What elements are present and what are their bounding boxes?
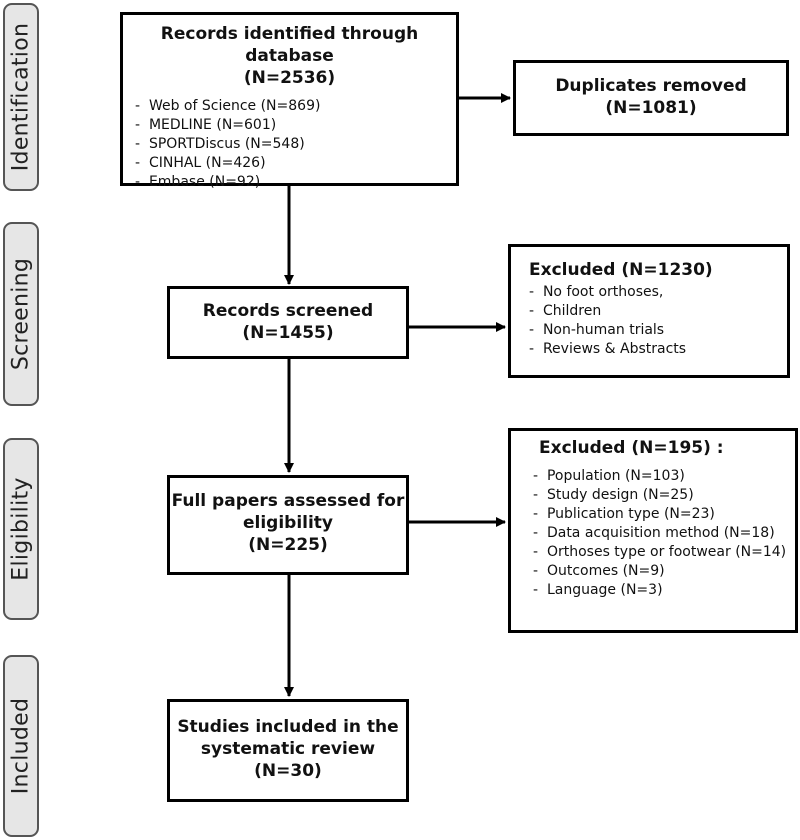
screened-box: Records screened (N=1455) <box>167 286 409 359</box>
list-item: CINHAL (N=426) <box>135 154 456 173</box>
list-item: No foot orthoses, <box>529 283 787 302</box>
stage-label-identification: Identification <box>3 3 39 191</box>
excluded-screening-reasons: No foot orthoses, Children Non-human tri… <box>529 283 787 359</box>
list-item: Study design (N=25) <box>533 486 795 505</box>
excluded-eligibility-title: Excluded (N=195) : <box>539 438 724 458</box>
duplicates-count: (N=1081) <box>605 98 697 118</box>
included-title-line1: Studies included in the <box>177 717 399 737</box>
identification-count: (N=2536) <box>243 68 336 88</box>
eligibility-box: Full papers assessed for eligibility (N=… <box>167 475 409 575</box>
excluded-eligibility-reasons: Population (N=103) Study design (N=25) P… <box>533 467 795 600</box>
stage-label-screening: Screening <box>3 222 39 406</box>
list-item: Orthoses type or footwear (N=14) <box>533 543 795 562</box>
list-item: MEDLINE (N=601) <box>135 116 456 135</box>
list-item: Outcomes (N=9) <box>533 562 795 581</box>
list-item: Non-human trials <box>529 321 787 340</box>
excluded-eligibility-box: Excluded (N=195) : Population (N=103) St… <box>508 428 798 633</box>
list-item: Data acquisition method (N=18) <box>533 524 795 543</box>
duplicates-box: Duplicates removed (N=1081) <box>513 60 789 136</box>
identification-box: Records identified through database (N=2… <box>120 12 459 190</box>
list-item: Web of Science (N=869) <box>135 97 456 116</box>
list-item: Reviews & Abstracts <box>529 340 787 359</box>
eligibility-title-line1: Full papers assessed for <box>171 491 405 511</box>
stage-label-eligibility: Eligibility <box>3 438 39 620</box>
list-item: Embase (N=92) <box>135 173 456 192</box>
excluded-screening-box: Excluded (N=1230) No foot orthoses, Chil… <box>508 244 790 378</box>
identification-title-line1: Records identified through database <box>160 24 419 66</box>
list-item: Language (N=3) <box>533 581 795 600</box>
list-item: Publication type (N=23) <box>533 505 795 524</box>
included-box: Studies included in the systematic revie… <box>167 699 409 802</box>
included-title-line2: systematic review <box>200 739 376 759</box>
excluded-screening-title: Excluded (N=1230) <box>529 260 713 280</box>
stage-label-included: Included <box>3 655 39 837</box>
duplicates-title: Duplicates removed <box>555 76 747 96</box>
identification-title: Records identified through database (N=2… <box>123 23 456 89</box>
eligibility-count: (N=225) <box>248 535 328 555</box>
screened-count: (N=1455) <box>242 323 334 343</box>
list-item: Children <box>529 302 787 321</box>
list-item: Population (N=103) <box>533 467 795 486</box>
eligibility-title-line2: eligibility <box>242 513 334 533</box>
list-item: SPORTDiscus (N=548) <box>135 135 456 154</box>
database-list: Web of Science (N=869) MEDLINE (N=601) S… <box>135 97 456 192</box>
screened-title: Records screened <box>202 301 374 321</box>
included-count: (N=30) <box>254 761 322 781</box>
